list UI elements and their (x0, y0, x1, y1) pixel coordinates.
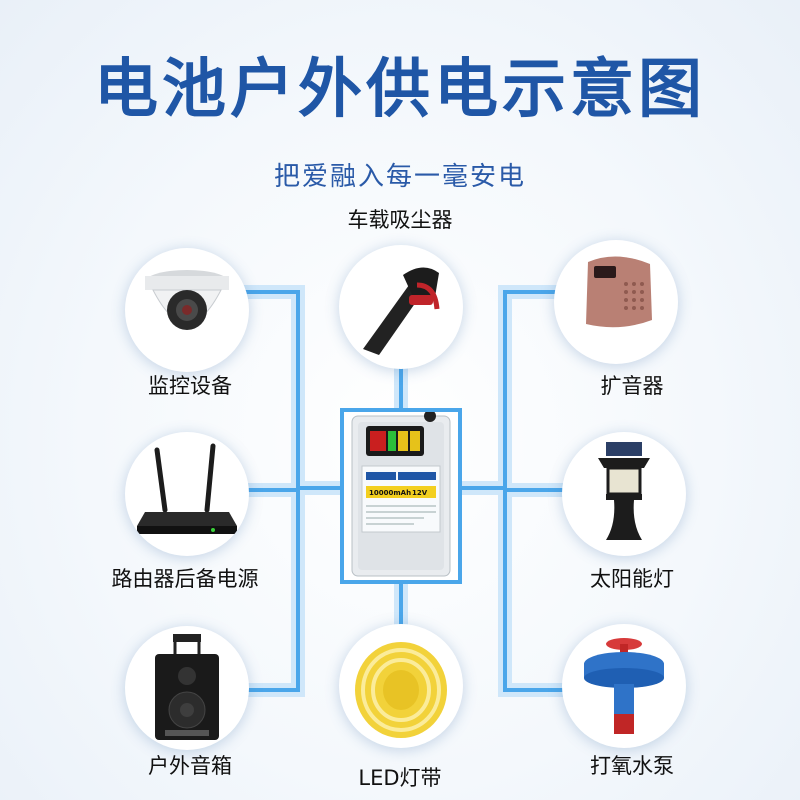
device-circle-pump (562, 624, 686, 748)
solar-lamp-icon (598, 442, 650, 540)
device-label-speaker: 户外音箱 (148, 754, 232, 778)
device-label-router: 路由器后备电源 (111, 567, 259, 591)
device-label-ledstrip: LED灯带 (358, 766, 442, 790)
megaphone-amplifier-icon (586, 256, 652, 328)
device-circle-router (125, 432, 249, 556)
oxygen-pump-icon (584, 638, 664, 734)
security-camera-icon (145, 270, 229, 330)
device-circle-monitor (125, 248, 249, 372)
led-strip-icon (355, 642, 447, 738)
battery-capacity-label: 10000mAh (369, 489, 411, 497)
device-circle-vacuum (339, 245, 463, 369)
device-circle-ledstrip (339, 624, 463, 748)
device-label-monitor: 监控设备 (148, 374, 232, 398)
trolley-speaker-icon (155, 634, 219, 740)
page-subtitle: 把爱融入每一毫安电 (273, 162, 526, 192)
battery-voltage-label: 12V (412, 489, 428, 497)
device-circle-speaker (125, 626, 249, 750)
page-title: 电池户外供电示意图 (94, 53, 706, 127)
car-vacuum-icon (363, 267, 440, 355)
device-label-pump: 打氧水泵 (590, 754, 674, 778)
device-circle-amp (554, 240, 678, 364)
battery-pack-icon: 10000mAh 12V (351, 410, 451, 577)
device-label-vacuum: 车载吸尘器 (347, 208, 453, 232)
battery-frame: 10000mAh 12V (340, 408, 462, 584)
router-icon (137, 443, 237, 534)
device-circle-solar (562, 432, 686, 556)
device-label-amp: 扩音器 (600, 374, 664, 398)
device-label-solar: 太阳能灯 (590, 567, 674, 591)
